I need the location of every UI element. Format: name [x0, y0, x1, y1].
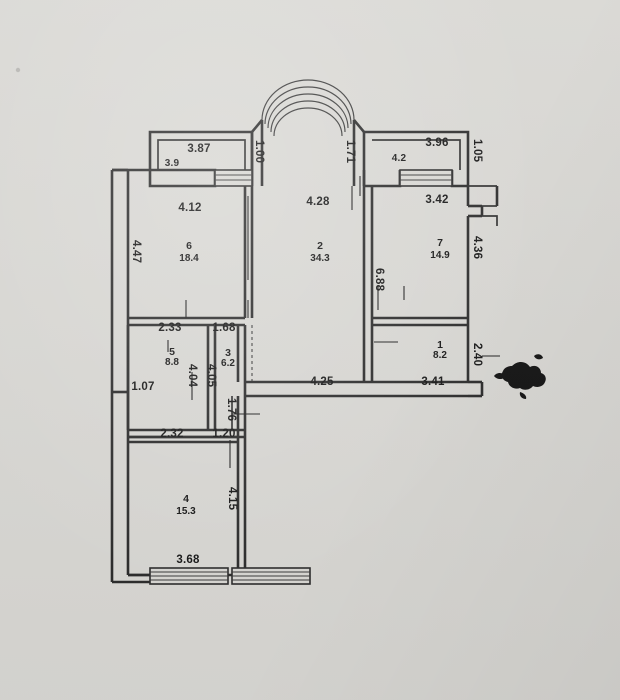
dim-room6-left-height: 4.47: [130, 240, 142, 263]
dim-hall-left-height: 4.04: [186, 364, 198, 388]
room-7-area: 14.9: [430, 250, 450, 261]
dim-top-left-balcony-depth: 1.00: [253, 140, 265, 163]
balcony-left-area: 3.9: [165, 158, 180, 169]
dim-room1-right-height: 2.40: [471, 343, 483, 366]
dim-room5-left-step: 1.07: [131, 381, 154, 393]
dim-top-right-balcony-width: 3.96: [425, 137, 448, 149]
door-openings: [167, 176, 500, 468]
dim-room4-right-height: 4.15: [226, 487, 238, 511]
dim-room4-bottom-width: 3.68: [176, 554, 200, 566]
room-5-number: 5: [169, 346, 175, 358]
dim-room2-right-height: 6.88: [373, 268, 385, 292]
dim-top-right-balcony-depth: 1.05: [471, 139, 483, 163]
right-outer-wall: [466, 185, 499, 398]
dim-hall-right-height: 4.05: [205, 364, 217, 388]
dim-room5-bottom-width: 2.32: [160, 428, 183, 440]
windows-bottom: [149, 567, 311, 585]
room-4-number: 4: [183, 493, 189, 505]
dim-corridor-height: 1.76: [225, 398, 237, 421]
room-1-number: 1: [437, 339, 443, 351]
room-5-area: 8.8: [165, 357, 179, 368]
dim-arch-left-return: 1.71: [344, 140, 356, 164]
ink-blot-artifact: [494, 354, 546, 399]
room-6-area: 18.4: [179, 253, 199, 264]
room-2-number: 2: [317, 240, 323, 252]
interior-walls: [126, 186, 468, 577]
room-2-area: 34.3: [310, 253, 330, 264]
dim-room2-top-width: 4.28: [306, 196, 330, 208]
room-1-area: 8.2: [433, 350, 447, 361]
dim-room6-top-width: 4.12: [178, 202, 201, 214]
room-7-number: 7: [437, 237, 443, 249]
outer-walls: [110, 168, 150, 584]
dim-room7-right-height: 4.36: [471, 236, 483, 259]
room-3-area: 6.2: [221, 358, 235, 369]
paper-speck: [15, 67, 21, 73]
dim-top-left-balcony-width: 3.87: [187, 143, 210, 155]
dim-room3-top-width: 1.68: [212, 322, 236, 334]
arched-loggia: [250, 79, 366, 186]
dim-corridor-right-width: 3.41: [421, 376, 445, 388]
dim-room5-top-width: 2.33: [158, 322, 181, 334]
room-4-area: 15.3: [176, 506, 196, 517]
room-3-number: 3: [225, 347, 231, 359]
room-6-number: 6: [186, 240, 192, 252]
dim-room7-top-width: 3.42: [425, 194, 448, 206]
dim-room3-bottom-width: 1.20: [212, 428, 235, 440]
dim-corridor-left-width: 4.25: [310, 376, 334, 388]
balcony-right-area: 4.2: [392, 153, 407, 164]
windows-top: [214, 169, 453, 187]
